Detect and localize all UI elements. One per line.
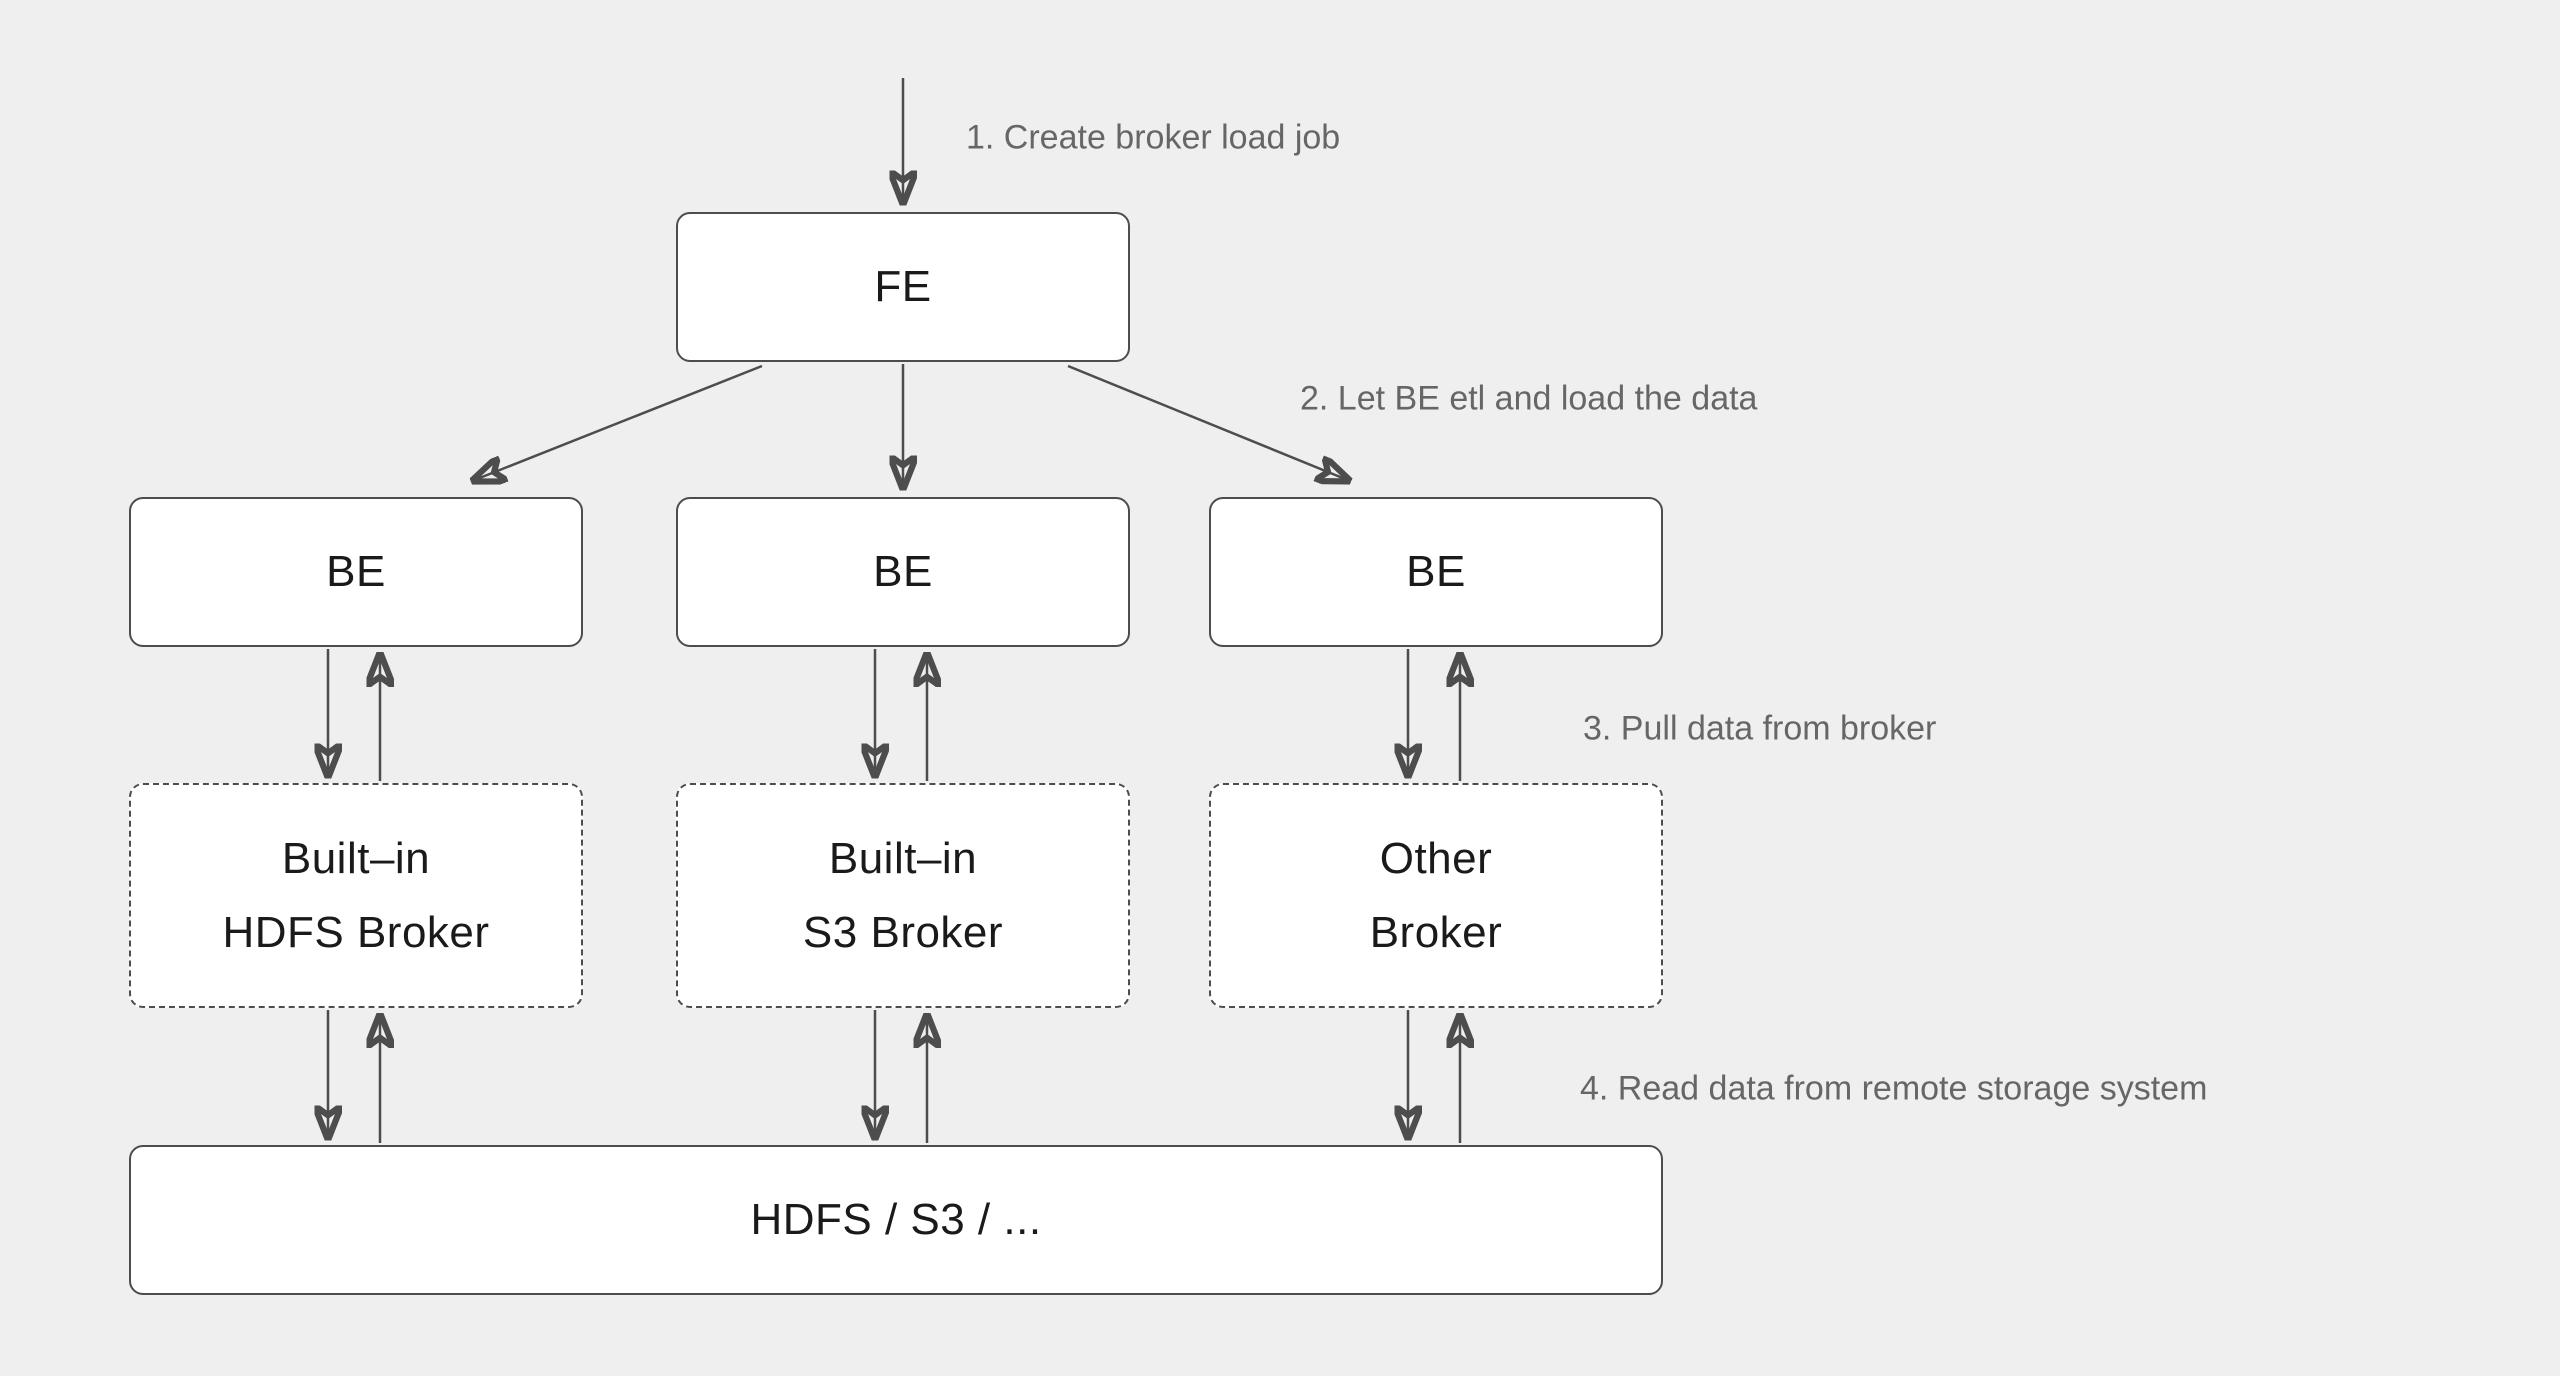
hdfs-broker-label-line1: Built–in <box>281 833 431 883</box>
storage-label: HDFS / S3 / ... <box>750 1195 1042 1244</box>
storage-node: HDFS / S3 / ... <box>129 1145 1663 1295</box>
s3-broker-label-line2: S3 Broker <box>802 907 1004 957</box>
s3-broker-label-line1: Built–in <box>828 833 978 883</box>
be-label-3: BE <box>1406 547 1466 596</box>
be-label-1: BE <box>326 547 386 596</box>
annotation-step2: 2. Let BE etl and load the data <box>1300 379 1758 418</box>
annotation-step3: 3. Pull data from broker <box>1583 709 1937 748</box>
annotation-step4: 4. Read data from remote storage system <box>1580 1069 2208 1108</box>
fe-node: FE <box>676 212 1130 362</box>
other-broker-node: Other Broker <box>1209 783 1663 1008</box>
fe-label: FE <box>874 262 932 311</box>
other-broker-label-line1: Other <box>1379 833 1493 883</box>
hdfs-broker-node: Built–in HDFS Broker <box>129 783 583 1008</box>
annotation-step1: 1. Create broker load job <box>966 118 1341 157</box>
be-node-2: BE <box>676 497 1130 647</box>
hdfs-broker-label-line2: HDFS Broker <box>222 907 490 957</box>
be-node-3: BE <box>1209 497 1663 647</box>
s3-broker-node: Built–in S3 Broker <box>676 783 1130 1008</box>
arrow-fe-to-be3 <box>1067 364 1350 481</box>
be-node-1: BE <box>129 497 583 647</box>
arrow-fe-to-be1 <box>472 364 763 481</box>
be-label-2: BE <box>873 547 933 596</box>
other-broker-label-line2: Broker <box>1369 907 1503 957</box>
